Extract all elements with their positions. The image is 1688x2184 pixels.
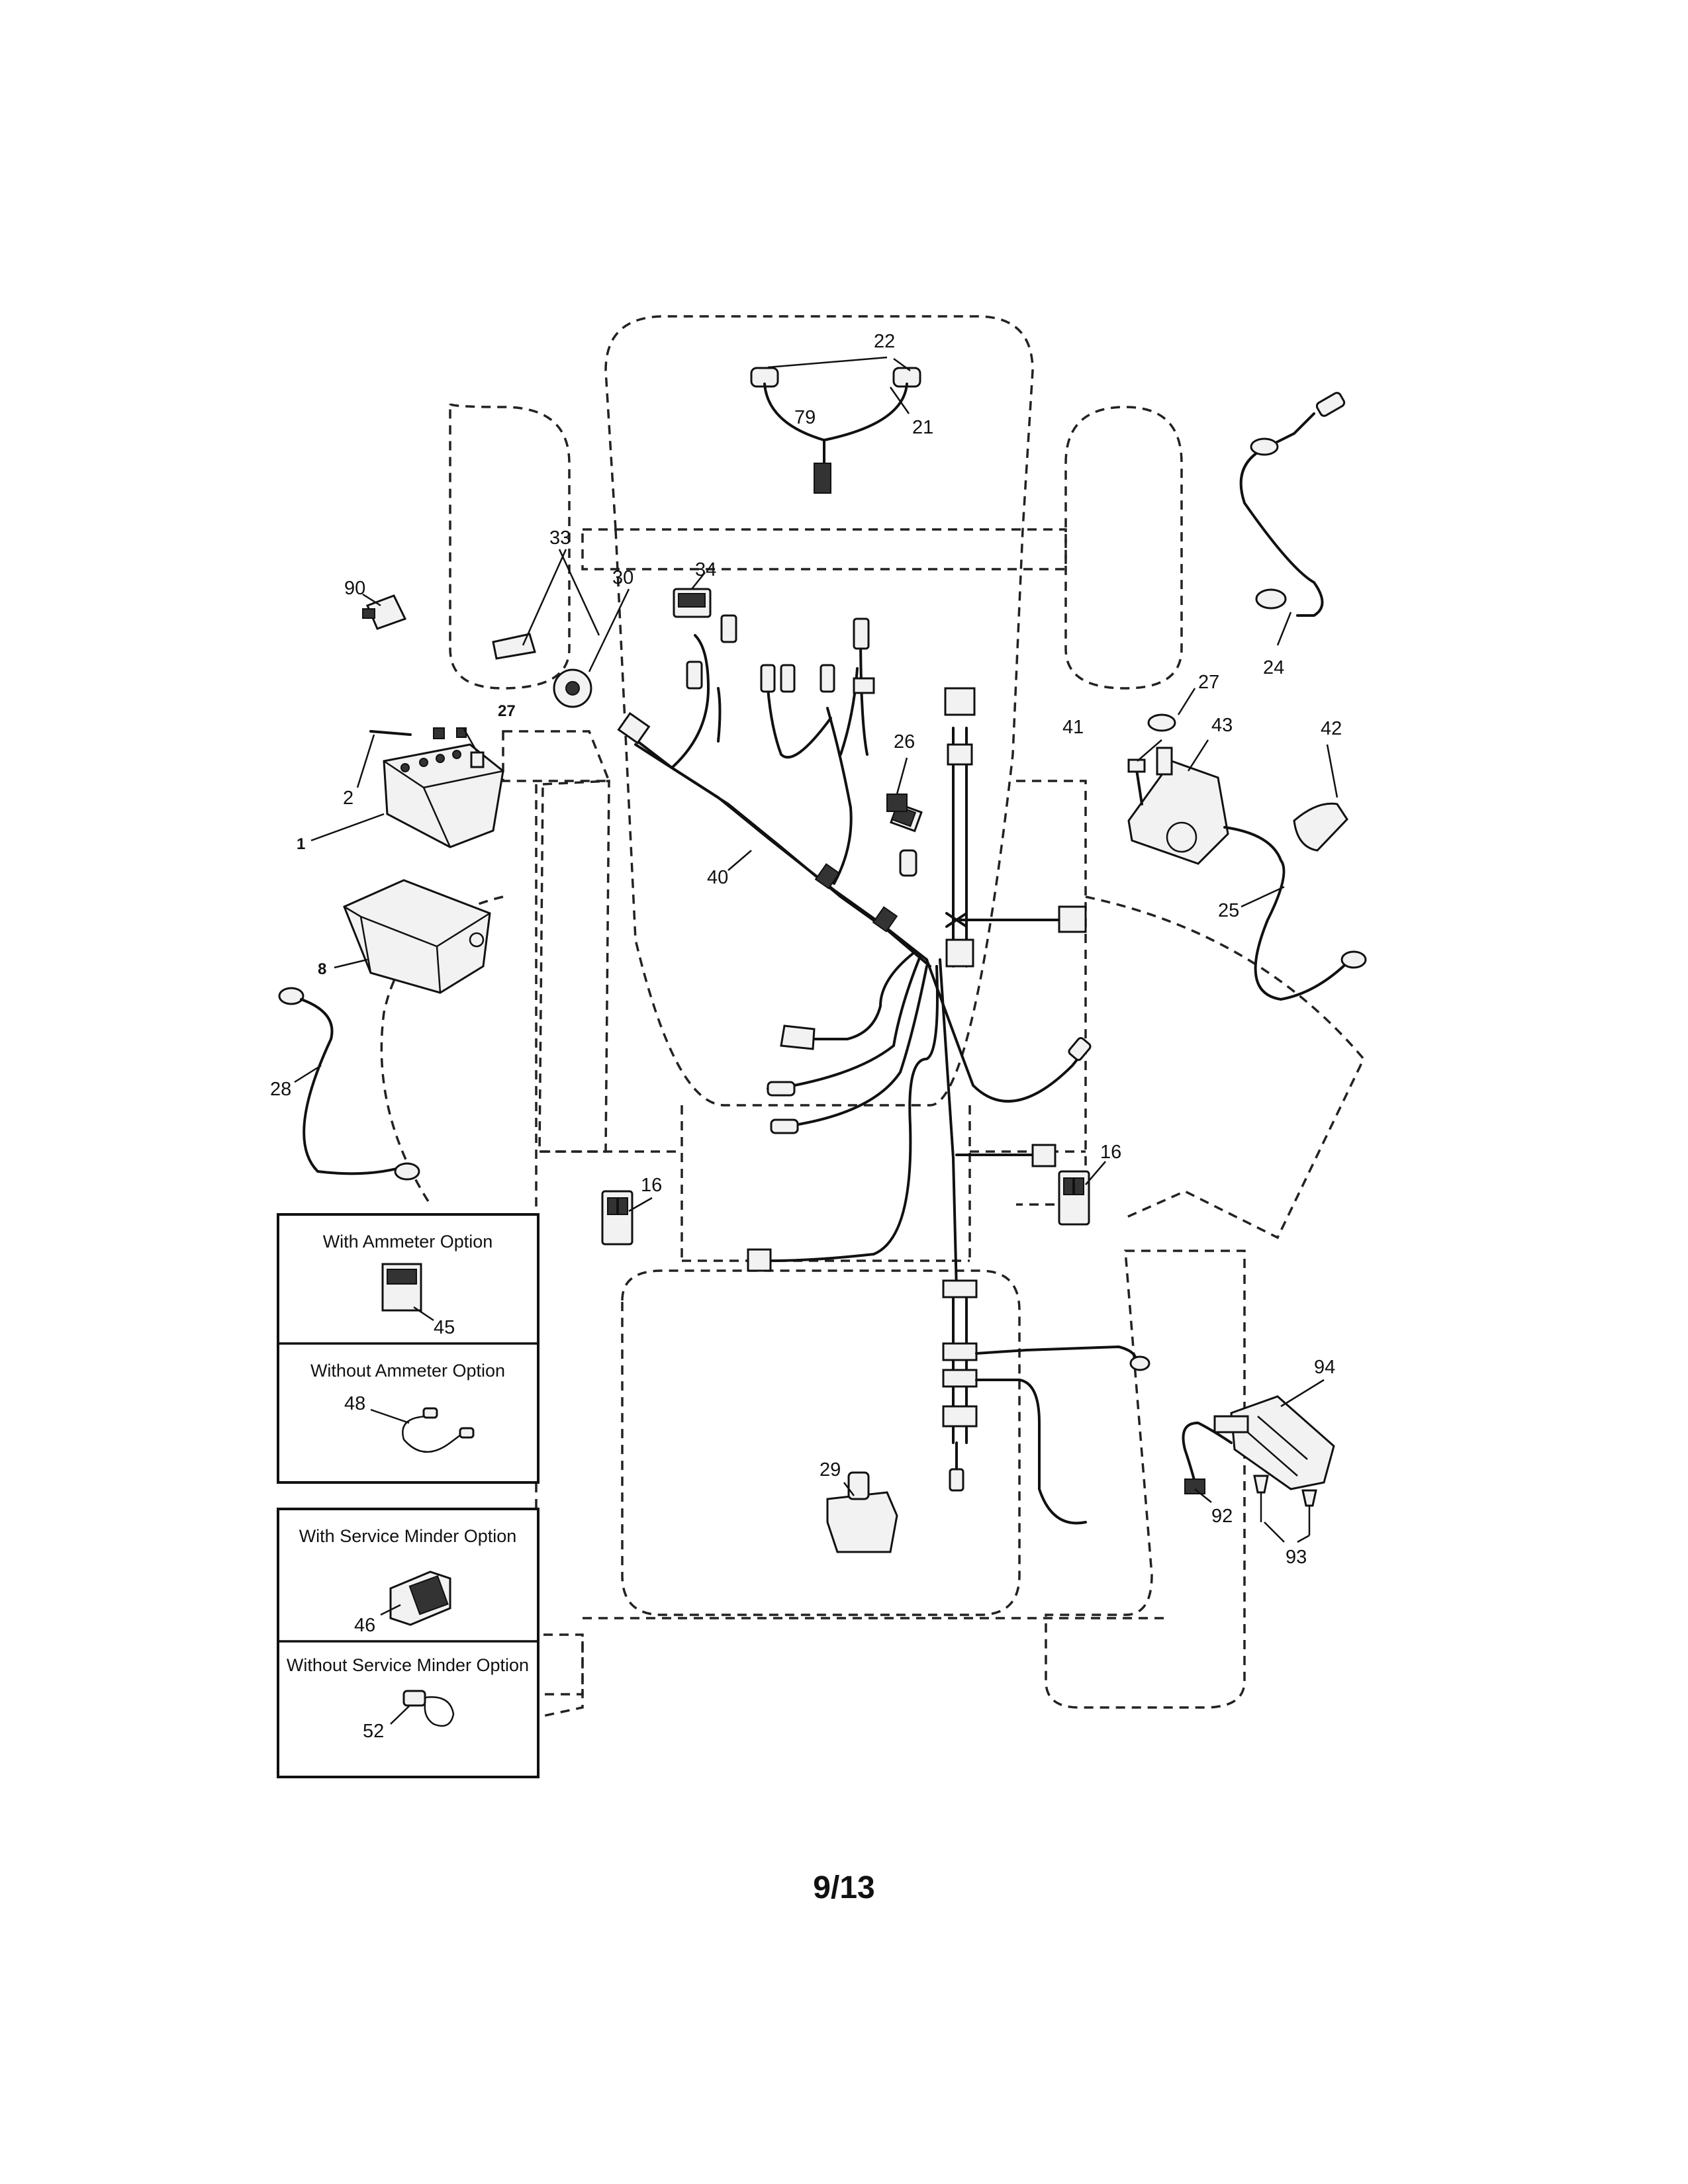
frame-outline: [538, 780, 610, 1153]
callout-29: 29: [820, 1459, 841, 1480]
callout-48: 48: [344, 1393, 365, 1414]
battery-tray-outline: [502, 730, 611, 782]
solenoid: [1127, 713, 1348, 865]
callout-30: 30: [612, 567, 633, 588]
left-fender-lower-outline: [536, 1641, 584, 1719]
callout-41: 41: [1062, 717, 1084, 738]
page-number: 9/13: [813, 1870, 875, 1905]
ammeter-gauge: [381, 1263, 434, 1322]
callout-16-right: 16: [1100, 1142, 1121, 1163]
callout-92: 92: [1211, 1506, 1233, 1527]
callout-8: 8: [318, 960, 326, 978]
headlight-assembly: [750, 356, 921, 494]
callout-22: 22: [874, 331, 895, 352]
seat-deck-outline: [621, 1269, 1021, 1616]
callout-21: 21: [912, 417, 933, 438]
option-title-with-ammeter: With Ammeter Option: [323, 1232, 493, 1251]
right-frame-outline: [1016, 780, 1087, 1206]
ammeter-option-box: With Ammeter Option 45 Without Ammeter O…: [277, 1213, 539, 1484]
main-harness: [617, 614, 1150, 1525]
callout-40: 40: [707, 867, 728, 888]
option-title-without-service-minder: Without Service Minder Option: [287, 1655, 529, 1675]
lower-frame-outline: [539, 1105, 1086, 1264]
front-right-wheel-outline: [1064, 406, 1183, 690]
callout-79: 79: [794, 407, 816, 428]
switch-16-right: [1058, 1170, 1090, 1226]
callout-42: 42: [1321, 718, 1342, 739]
callouts: 22 79 21 33 30 34 90 24 27 27 41 43 42 2…: [270, 331, 1342, 1568]
callout-45: 45: [434, 1317, 455, 1338]
switch-16-left: [601, 1190, 633, 1246]
service-minder-option-box: With Service Minder Option 46 Without Se…: [277, 1508, 539, 1778]
service-minder-46: [380, 1570, 451, 1626]
callout-25: 25: [1218, 900, 1239, 921]
front-left-wheel-outline: [449, 402, 571, 690]
callout-16-left: 16: [641, 1175, 662, 1196]
tractor-outline: [380, 315, 1366, 1719]
callout-24: 24: [1263, 657, 1284, 678]
rear-right-fender-outline: [1085, 895, 1366, 1240]
rear-left-fender-outline: [380, 895, 504, 1205]
callout-93: 93: [1286, 1547, 1307, 1568]
jumper-plug-52: [390, 1690, 455, 1727]
ground-cable-28: [278, 987, 420, 1181]
module-94: [1182, 1395, 1335, 1535]
callout-34: 34: [695, 559, 716, 580]
leader-lines: [294, 357, 1338, 1543]
rear-right-wheel-outline: [1045, 1250, 1246, 1709]
fuse-26: [886, 794, 908, 812]
callout-94: 94: [1314, 1357, 1335, 1378]
jumper-wire-48: [370, 1407, 475, 1453]
hood-outline: [604, 315, 1034, 1107]
ignition-parts: [362, 588, 712, 708]
callout-90: 90: [344, 578, 365, 599]
callout-46: 46: [354, 1615, 375, 1636]
callout-27-solenoid: 27: [1198, 672, 1219, 693]
switch-29: [826, 1471, 898, 1553]
callout-26: 26: [894, 731, 915, 752]
ground-wire-24: [1239, 392, 1346, 617]
callout-27-battery: 27: [498, 702, 516, 720]
battery: [369, 727, 504, 848]
option-title-without-ammeter: Without Ammeter Option: [310, 1361, 505, 1381]
callout-52: 52: [363, 1721, 384, 1742]
callout-1: 1: [297, 835, 305, 853]
front-axle-outline: [581, 528, 1067, 570]
callout-43: 43: [1211, 715, 1233, 736]
cable-25: [1223, 826, 1367, 1001]
callout-33: 33: [549, 527, 571, 549]
battery-box: [343, 879, 491, 994]
callout-2: 2: [343, 788, 353, 809]
callout-28: 28: [270, 1079, 291, 1100]
left-fender-outline: [535, 784, 584, 1696]
option-title-with-service-minder: With Service Minder Option: [299, 1526, 517, 1546]
